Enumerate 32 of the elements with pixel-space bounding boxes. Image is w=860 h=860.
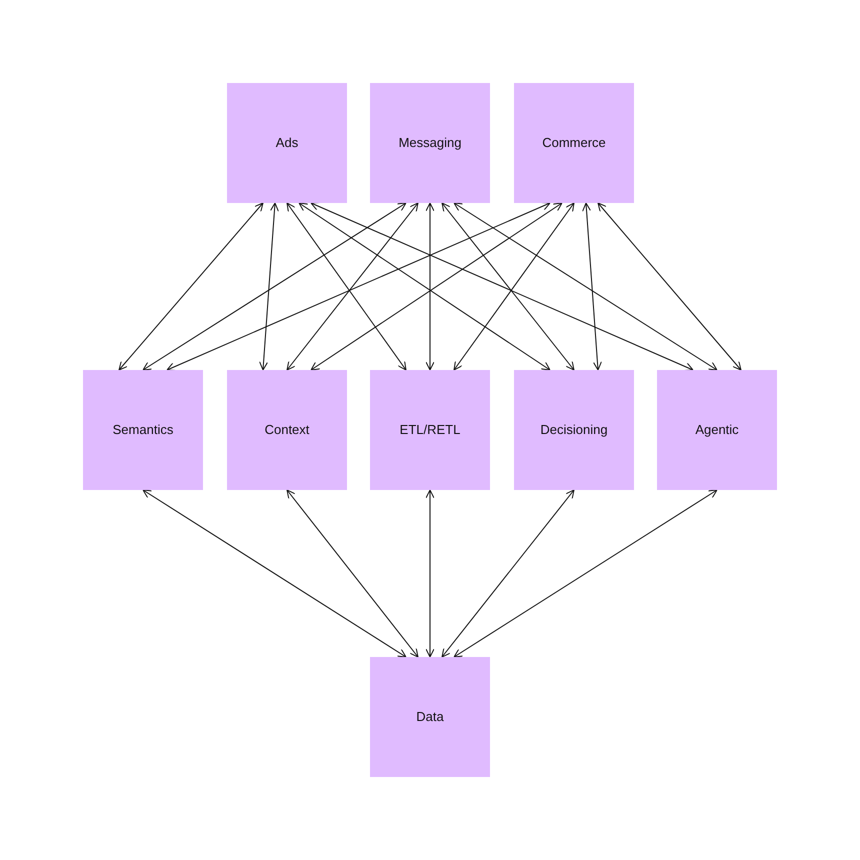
double-arrow [142, 202, 406, 370]
box-label: Semantics [112, 421, 174, 440]
process-box [83, 370, 203, 490]
double-arrow [598, 202, 742, 370]
process-box [657, 370, 777, 490]
process-box [514, 370, 634, 490]
process-box [370, 83, 490, 203]
double-arrow [142, 490, 406, 658]
box-label: Context [264, 421, 310, 440]
process-box [370, 370, 490, 490]
box-label: Commerce [542, 134, 606, 152]
box-label: Agentic [695, 421, 739, 440]
box-label: Decisioning [540, 421, 608, 440]
double-arrow [426, 202, 434, 370]
double-arrow [310, 202, 694, 371]
double-arrow [454, 490, 718, 658]
double-arrow [426, 490, 434, 658]
double-arrow [118, 202, 264, 370]
process-box [227, 370, 347, 490]
box-label: Messaging [398, 134, 462, 152]
box-label: Data [416, 708, 444, 726]
double-arrow [442, 490, 574, 658]
double-arrow [582, 202, 602, 370]
process-box [514, 83, 634, 203]
double-arrow [286, 490, 418, 658]
process-box [370, 657, 490, 777]
double-arrow [166, 202, 550, 371]
double-arrow [259, 202, 279, 370]
box-label: Ads [276, 134, 298, 152]
process-box [227, 83, 347, 203]
box-label: ETL/RETL [400, 421, 460, 440]
double-arrow [454, 202, 718, 370]
